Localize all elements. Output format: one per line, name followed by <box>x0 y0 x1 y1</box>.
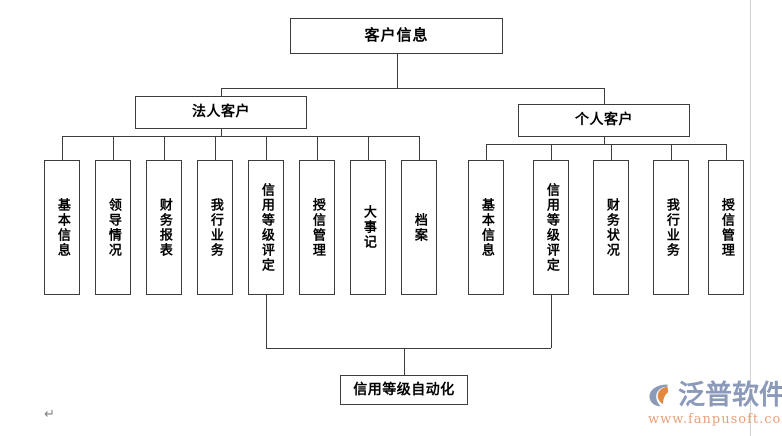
connector-leaf-stem <box>726 144 727 160</box>
connector-leaf-stem <box>266 136 267 160</box>
watermark-brand-text: 泛普软件 <box>678 379 782 411</box>
node-leaf-c1[interactable]: 基本信息 <box>44 160 80 295</box>
connector-leaf-stem <box>317 136 318 160</box>
node-branch-individual-label: 个人客户 <box>575 112 633 129</box>
node-leaf-p2-label: 信用等级评定 <box>543 182 559 273</box>
connector-leaf-stem <box>113 136 114 160</box>
watermark-logo: 泛普软件 www.fanpusoft.com <box>645 380 782 428</box>
node-leaf-p3-label: 财务状况 <box>603 197 619 258</box>
node-leaf-c1-label: 基本信息 <box>54 197 70 258</box>
connector-root-bus <box>221 88 604 89</box>
node-leaf-p4-label: 我行业务 <box>663 197 679 258</box>
page-edge-line <box>750 0 751 436</box>
connector-branch-individual-stem <box>604 88 605 104</box>
node-leaf-p3[interactable]: 财务状况 <box>593 160 629 295</box>
watermark-url-text: www.fanpusoft.com <box>648 412 782 427</box>
node-branch-corporate-label: 法人客户 <box>192 104 250 121</box>
node-merged-automation[interactable]: 信用等级自动化 <box>340 375 468 405</box>
connector-merged-stem <box>404 348 405 375</box>
node-leaf-p4[interactable]: 我行业务 <box>653 160 689 295</box>
connector-leaf-stem <box>671 144 672 160</box>
connector-leaf-stem <box>551 144 552 160</box>
connector-branch-stem <box>604 137 605 144</box>
connector-merge-bus <box>266 348 551 349</box>
node-leaf-c6[interactable]: 授信管理 <box>299 160 335 295</box>
connector-branch-corporate-stem <box>221 88 222 96</box>
connector-branch-stem <box>221 129 222 136</box>
connector-child-bus <box>62 136 419 137</box>
node-leaf-c8-label: 档案 <box>411 212 427 243</box>
node-leaf-c7-label: 大事记 <box>360 205 376 250</box>
connector-root-stem <box>397 54 398 88</box>
connector-leaf-stem <box>62 136 63 160</box>
node-leaf-c5-label: 信用等级评定 <box>258 182 274 273</box>
node-leaf-c3-label: 财务报表 <box>156 197 172 258</box>
connector-merge-stem <box>551 295 552 348</box>
node-leaf-c2[interactable]: 领导情况 <box>95 160 131 295</box>
connector-merge-stem <box>266 295 267 348</box>
watermark-brand-row: 泛普软件 <box>645 380 782 410</box>
node-root[interactable]: 客户信息 <box>290 18 503 54</box>
fanpu-logo-icon <box>649 384 669 407</box>
node-leaf-c5[interactable]: 信用等级评定 <box>248 160 284 295</box>
node-leaf-p5[interactable]: 授信管理 <box>708 160 744 295</box>
node-branch-individual[interactable]: 个人客户 <box>518 104 690 137</box>
connector-child-bus <box>486 144 726 145</box>
connector-leaf-stem <box>486 144 487 160</box>
node-leaf-p5-label: 授信管理 <box>718 197 734 258</box>
node-branch-corporate[interactable]: 法人客户 <box>135 96 307 129</box>
node-leaf-c6-label: 授信管理 <box>309 197 325 258</box>
node-leaf-c8[interactable]: 档案 <box>401 160 437 295</box>
connector-leaf-stem <box>368 136 369 160</box>
connector-leaf-stem <box>611 144 612 160</box>
node-leaf-c3[interactable]: 财务报表 <box>146 160 182 295</box>
node-leaf-p1-label: 基本信息 <box>478 197 494 258</box>
node-leaf-c2-label: 领导情况 <box>105 197 121 258</box>
node-leaf-p1[interactable]: 基本信息 <box>468 160 504 295</box>
node-leaf-p2[interactable]: 信用等级评定 <box>533 160 569 295</box>
node-leaf-c4[interactable]: 我行业务 <box>197 160 233 295</box>
connector-leaf-stem <box>164 136 165 160</box>
node-root-label: 客户信息 <box>364 26 429 45</box>
node-leaf-c7[interactable]: 大事记 <box>350 160 386 295</box>
node-leaf-c4-label: 我行业务 <box>207 197 223 258</box>
connector-leaf-stem <box>215 136 216 160</box>
node-merged-automation-label: 信用等级自动化 <box>353 381 455 398</box>
paragraph-mark-icon: ↵ <box>44 407 55 422</box>
connector-leaf-stem <box>419 136 420 160</box>
